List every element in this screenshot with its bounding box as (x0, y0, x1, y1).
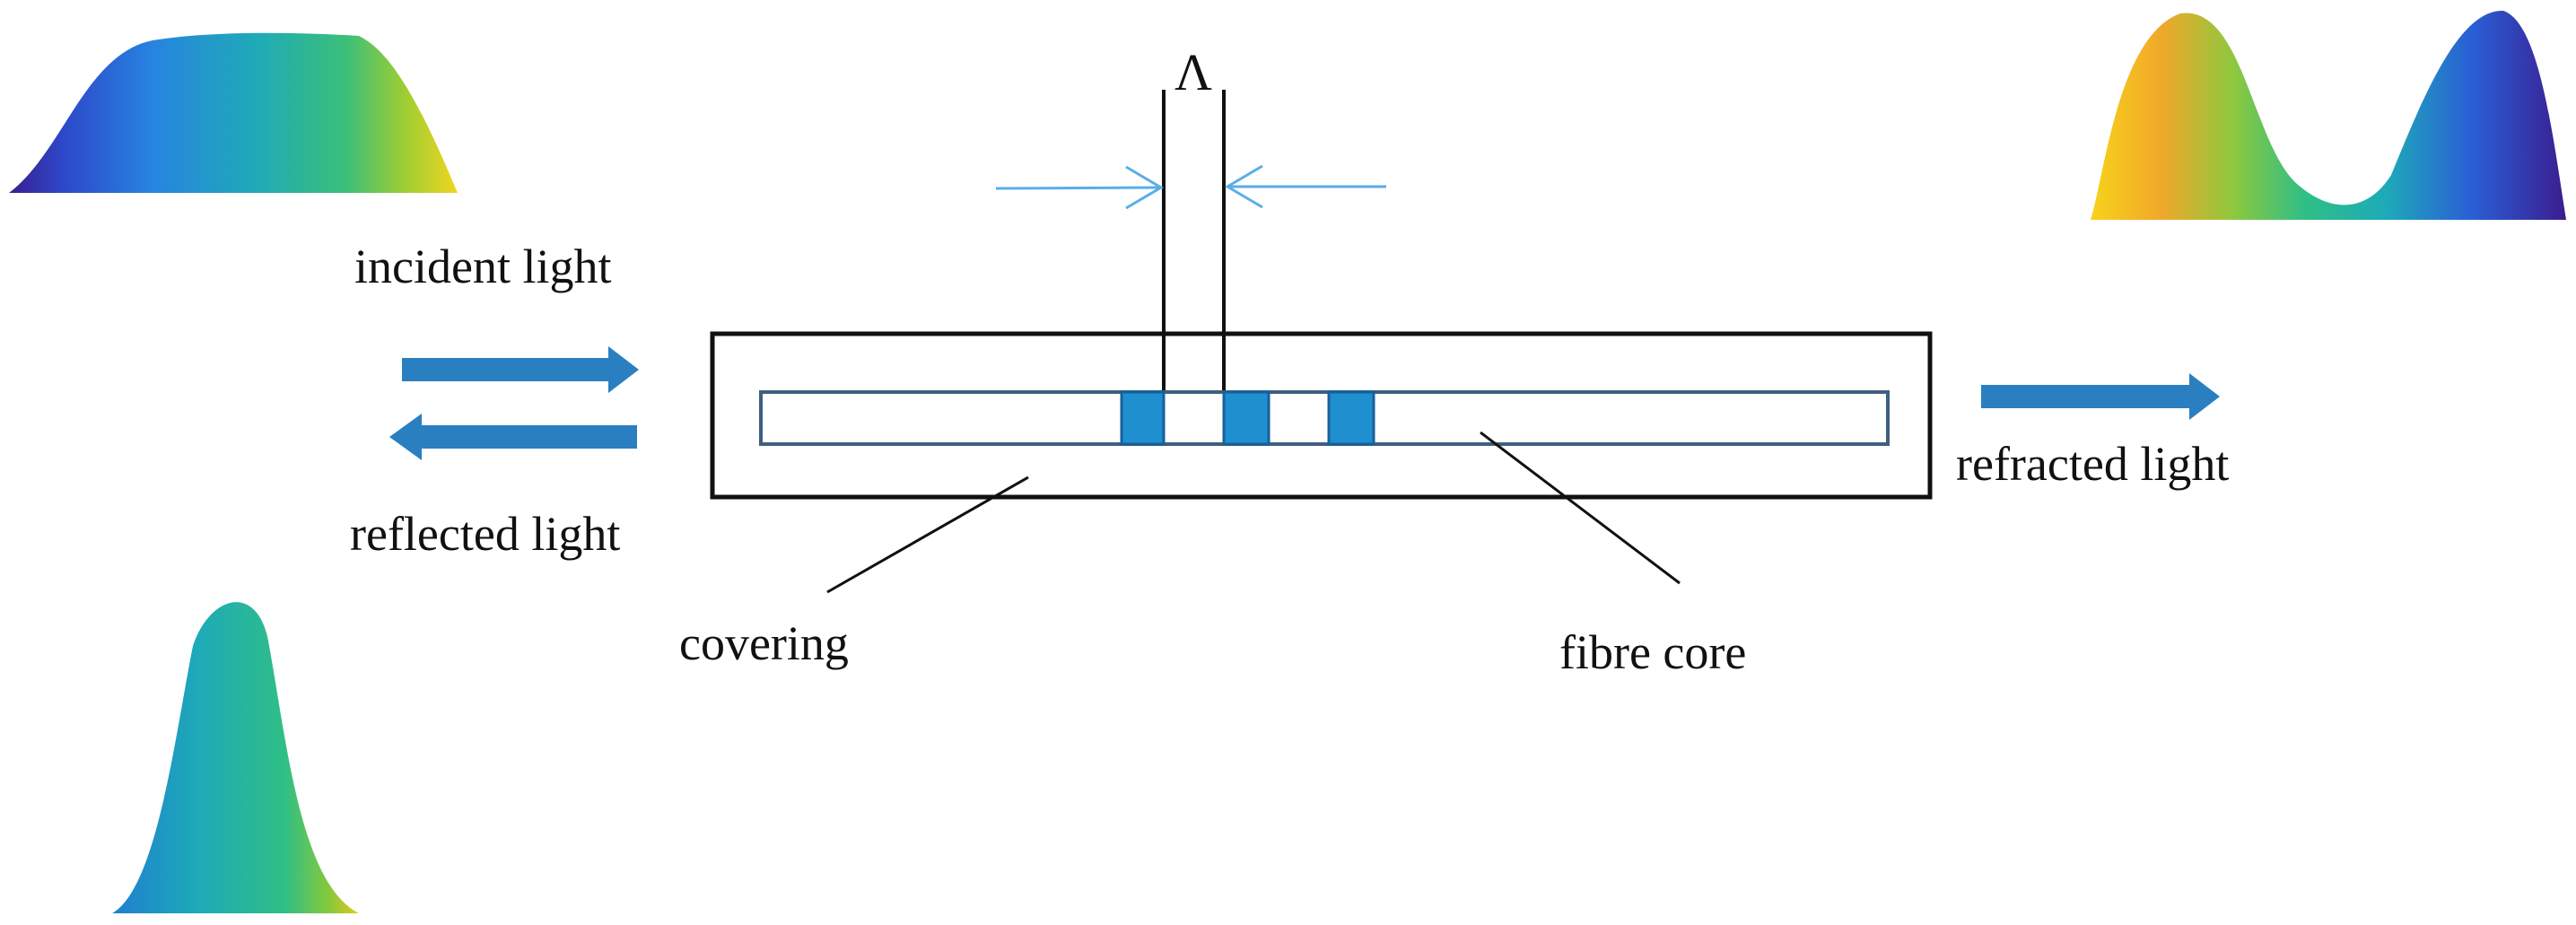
grating-element-1 (1120, 390, 1166, 446)
covering-leader (826, 476, 1029, 594)
refracted-spectrum (2091, 10, 2566, 220)
refracted-light-label: refracted light (1956, 437, 2229, 491)
incident-light-label: incident light (354, 240, 611, 293)
covering-box (710, 331, 1933, 500)
core-leader (1480, 431, 1681, 585)
covering-label: covering (679, 616, 849, 670)
spacing-arrow-right (1225, 164, 1386, 209)
reflected-light-label: reflected light (350, 507, 620, 561)
grating-element-2 (1222, 390, 1271, 446)
incident-arrow (402, 346, 639, 393)
fibre-core-label: fibre core (1559, 625, 1746, 679)
refracted-arrow (1981, 373, 2220, 420)
fibre-core (759, 390, 1890, 446)
reflected-arrow (389, 414, 637, 460)
incident-spectrum (9, 32, 458, 193)
reflected-spectrum (112, 602, 359, 913)
spacing-arrow-left (995, 165, 1164, 210)
period-label: Λ (1174, 43, 1212, 101)
grating-element-3 (1327, 390, 1375, 446)
